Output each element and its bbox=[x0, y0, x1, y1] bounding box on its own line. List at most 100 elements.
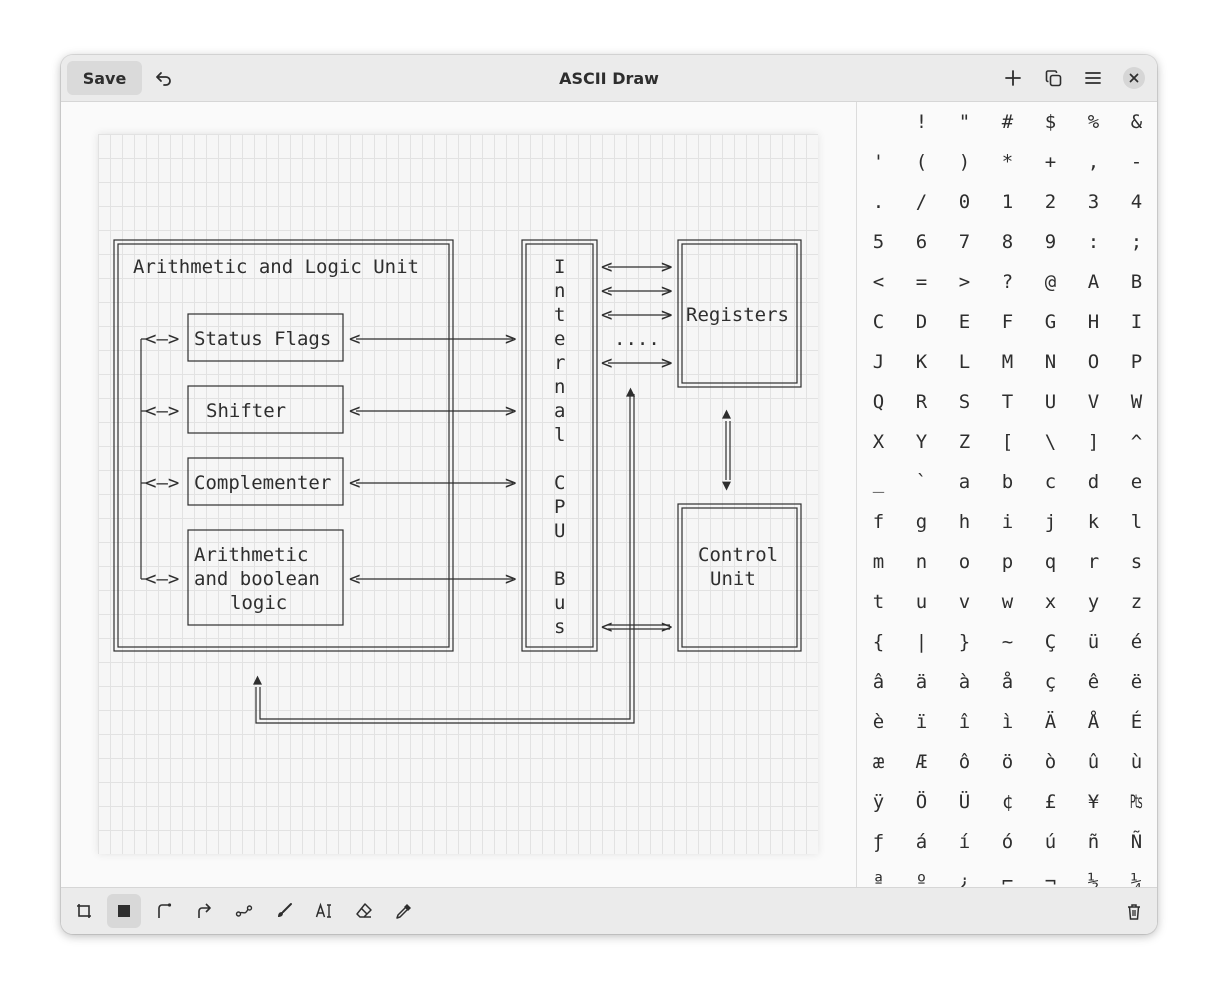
palette-char[interactable]: i bbox=[1001, 511, 1014, 533]
palette-char[interactable]: £ bbox=[1044, 791, 1057, 813]
palette-char[interactable]: N bbox=[1044, 351, 1057, 373]
palette-char[interactable]: x bbox=[1044, 591, 1057, 613]
close-button[interactable] bbox=[1123, 67, 1145, 89]
brush-tool-button[interactable] bbox=[267, 894, 301, 928]
palette-char[interactable]: c bbox=[1044, 471, 1057, 493]
palette-char[interactable]: ï bbox=[915, 711, 928, 733]
palette-char[interactable]: 2 bbox=[1044, 191, 1057, 213]
palette-char[interactable]: 6 bbox=[915, 231, 928, 253]
palette-char[interactable]: Ö bbox=[915, 791, 928, 813]
palette-char[interactable]: ù bbox=[1130, 751, 1143, 773]
palette-char[interactable]: w bbox=[1001, 591, 1014, 613]
palette-char[interactable]: d bbox=[1087, 471, 1100, 493]
eraser-tool-button[interactable] bbox=[347, 894, 381, 928]
palette-char[interactable]: Z bbox=[958, 431, 971, 453]
drawing-canvas[interactable]: Arithmetic and Logic Unit Status Flags S… bbox=[98, 134, 818, 854]
palette-char[interactable]: k bbox=[1087, 511, 1100, 533]
palette-char[interactable]: 0 bbox=[958, 191, 971, 213]
palette-char[interactable]: H bbox=[1087, 311, 1100, 333]
palette-char[interactable]: ; bbox=[1130, 231, 1143, 253]
palette-char[interactable]: ü bbox=[1087, 631, 1100, 653]
palette-char[interactable]: n bbox=[915, 551, 928, 573]
palette-char[interactable]: z bbox=[1130, 591, 1143, 613]
palette-char[interactable]: q bbox=[1044, 551, 1057, 573]
palette-char[interactable]: ¿ bbox=[958, 871, 971, 887]
palette-char[interactable]: e bbox=[1130, 471, 1143, 493]
palette-char[interactable]: X bbox=[872, 431, 885, 453]
palette-char[interactable]: â bbox=[872, 671, 885, 693]
palette-char[interactable]: p bbox=[1001, 551, 1014, 573]
palette-char[interactable]: } bbox=[958, 631, 971, 653]
rectangle-tool-button[interactable] bbox=[67, 894, 101, 928]
palette-char[interactable]: \ bbox=[1044, 431, 1057, 453]
palette-char[interactable]: ò bbox=[1044, 751, 1057, 773]
arrow-tool-button[interactable] bbox=[187, 894, 221, 928]
palette-char[interactable]: í bbox=[958, 831, 971, 853]
free-line-tool-button[interactable] bbox=[227, 894, 261, 928]
palette-char[interactable]: ì bbox=[1001, 711, 1014, 733]
palette-char[interactable]: ê bbox=[1087, 671, 1100, 693]
palette-char[interactable]: 1 bbox=[1001, 191, 1014, 213]
palette-char[interactable]: y bbox=[1087, 591, 1100, 613]
text-tool-button[interactable] bbox=[307, 894, 341, 928]
palette-char[interactable]: 8 bbox=[1001, 231, 1014, 253]
palette-char[interactable]: I bbox=[1130, 311, 1143, 333]
palette-char[interactable]: Æ bbox=[915, 751, 928, 773]
palette-char[interactable]: [ bbox=[1001, 431, 1014, 453]
palette-char[interactable]: . bbox=[872, 191, 885, 213]
palette-char[interactable]: t bbox=[872, 591, 885, 613]
palette-char[interactable]: 3 bbox=[1087, 191, 1100, 213]
palette-char[interactable]: Q bbox=[872, 391, 885, 413]
save-button[interactable]: Save bbox=[67, 61, 142, 95]
palette-char[interactable]: ^ bbox=[1130, 431, 1143, 453]
palette-char[interactable]: L bbox=[958, 351, 971, 373]
palette-char[interactable]: E bbox=[958, 311, 971, 333]
palette-char[interactable]: Å bbox=[1087, 711, 1100, 733]
palette-char[interactable]: É bbox=[1130, 711, 1143, 733]
palette-char[interactable]: ú bbox=[1044, 831, 1057, 853]
palette-char[interactable]: s bbox=[1130, 551, 1143, 573]
palette-char[interactable]: ) bbox=[958, 151, 971, 173]
palette-char[interactable]: ó bbox=[1001, 831, 1014, 853]
palette-char[interactable]: Ä bbox=[1044, 711, 1057, 733]
palette-char[interactable]: O bbox=[1087, 351, 1100, 373]
palette-char[interactable]: ÿ bbox=[872, 791, 885, 813]
palette-char[interactable]: @ bbox=[1044, 271, 1057, 293]
palette-char[interactable]: ¼ bbox=[1130, 871, 1143, 887]
palette-char[interactable]: , bbox=[1087, 151, 1100, 173]
palette-char[interactable]: F bbox=[1001, 311, 1014, 333]
palette-char[interactable]: ö bbox=[1001, 751, 1014, 773]
palette-char[interactable]: ] bbox=[1087, 431, 1100, 453]
palette-char[interactable]: b bbox=[1001, 471, 1014, 493]
duplicate-button[interactable] bbox=[1036, 61, 1070, 95]
palette-char-space[interactable] bbox=[857, 102, 900, 142]
filled-rectangle-tool-button[interactable] bbox=[107, 894, 141, 928]
palette-char[interactable]: Ç bbox=[1044, 631, 1057, 653]
palette-char[interactable]: Y bbox=[915, 431, 928, 453]
palette-char[interactable]: º bbox=[915, 871, 928, 887]
picker-tool-button[interactable] bbox=[387, 894, 421, 928]
palette-char[interactable]: v bbox=[958, 591, 971, 613]
palette-char[interactable]: u bbox=[915, 591, 928, 613]
palette-char[interactable]: 4 bbox=[1130, 191, 1143, 213]
palette-char[interactable]: ` bbox=[915, 471, 928, 493]
palette-char[interactable]: l bbox=[1130, 511, 1143, 533]
palette-char[interactable]: ' bbox=[872, 151, 885, 173]
palette-char[interactable]: ë bbox=[1130, 671, 1143, 693]
palette-char[interactable]: * bbox=[1001, 151, 1014, 173]
palette-char[interactable]: 5 bbox=[872, 231, 885, 253]
palette-char[interactable]: ¬ bbox=[1044, 871, 1057, 887]
palette-char[interactable]: # bbox=[1001, 111, 1014, 133]
palette-char[interactable]: > bbox=[958, 271, 971, 293]
palette-char[interactable]: C bbox=[872, 311, 885, 333]
palette-char[interactable]: ⌐ bbox=[1001, 871, 1014, 887]
palette-char[interactable]: W bbox=[1130, 391, 1143, 413]
new-button[interactable] bbox=[996, 61, 1030, 95]
palette-char[interactable]: M bbox=[1001, 351, 1014, 373]
palette-char[interactable]: ( bbox=[915, 151, 928, 173]
palette-char[interactable]: : bbox=[1087, 231, 1100, 253]
palette-char[interactable]: D bbox=[915, 311, 928, 333]
palette-char[interactable]: ƒ bbox=[872, 831, 885, 853]
palette-char[interactable]: á bbox=[915, 831, 928, 853]
palette-char[interactable]: f bbox=[872, 511, 885, 533]
